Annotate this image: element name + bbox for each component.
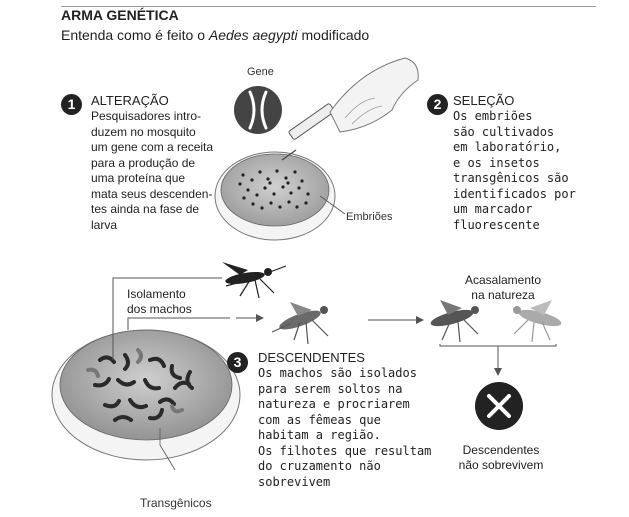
top-rule [61,6,596,7]
not-survive-x-icon [475,382,523,430]
mating-label: Acasalamento na natureza [464,273,542,302]
syringe-hand [281,57,419,161]
step1-number-badge: 1 [61,94,82,115]
larvae-dish [51,329,241,461]
embryos-label: Embriões [346,211,393,223]
mosquito-female [513,300,562,343]
page-subtitle: Entenda como é feito o Aedes aegypti mod… [61,27,370,44]
step3-text: Os machos são isolados para serem soltos… [258,366,432,489]
subtitle-prefix: Entenda como é feito o [61,27,209,43]
isolation-label: Isolamento dos machos [127,287,192,316]
offspring-not-survive-label: Descendentes não sobrevivem [458,443,544,472]
step2-title: SELEÇÃO [453,93,515,108]
mosquito-male [430,300,479,343]
mosquito-black [222,262,287,299]
page-title: ARMA GENÉTICA [61,7,179,23]
subtitle-suffix: modificado [297,27,370,43]
mosquito-grey [271,302,329,345]
gene-icon [234,86,282,134]
step3-number-badge: 3 [227,352,248,373]
step3-title: DESCENDENTES [258,350,365,365]
transgenics-label: Transgênicos [140,496,212,510]
step1-text: Pesquisadores intro- duzem no mosquito u… [91,109,214,232]
step2-text: Os embriões são cultivados em laboratóri… [453,109,576,232]
embryo-dish [214,151,336,241]
step2-number-badge: 2 [427,94,448,115]
subtitle-species: Aedes aegypti [208,27,298,43]
step1-title: ALTERAÇÃO [91,93,169,108]
embryos-leader [319,195,346,215]
gene-label: Gene [247,66,274,78]
